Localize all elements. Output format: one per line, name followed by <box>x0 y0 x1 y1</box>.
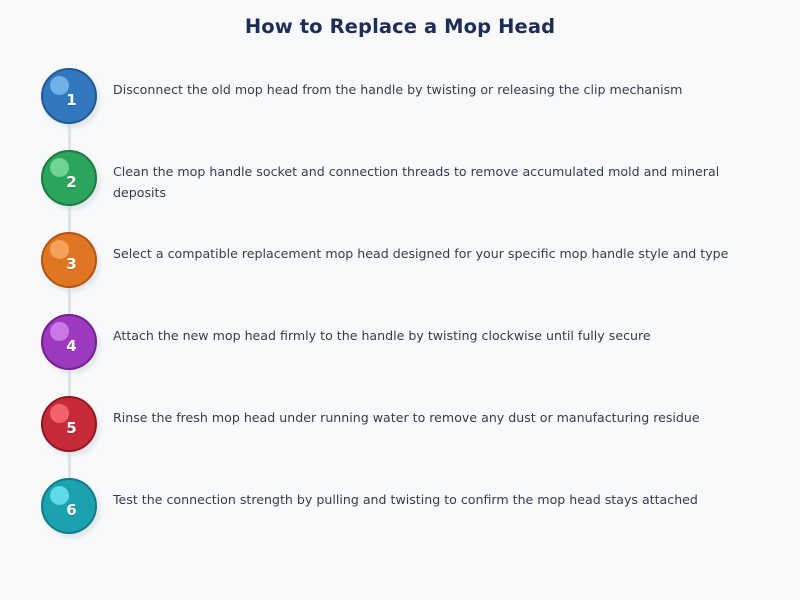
step-number-marker[interactable]: 1 <box>41 68 100 128</box>
step-number-marker[interactable]: 5 <box>41 396 100 456</box>
step-item[interactable]: 6 Test the connection strength by pulling… <box>0 478 800 560</box>
marker-highlight-dot <box>50 240 69 259</box>
step-number-marker[interactable]: 2 <box>41 150 100 210</box>
step-number-label: 4 <box>66 336 77 355</box>
step-connector-line <box>67 368 71 398</box>
step-item[interactable]: 2 Clean the mop handle socket and connect… <box>0 150 800 232</box>
marker-circle <box>41 150 97 206</box>
step-connector-line <box>67 286 71 316</box>
marker-highlight-dot <box>50 158 69 177</box>
step-description: Select a compatible replacement mop head… <box>113 246 729 261</box>
marker-circle <box>41 68 97 124</box>
step-description: Clean the mop handle socket and connecti… <box>113 164 720 200</box>
step-connector-line <box>67 204 71 234</box>
step-item[interactable]: 5 Rinse the fresh mop head under running … <box>0 396 800 478</box>
step-number-label: 1 <box>66 90 77 109</box>
marker-circle <box>41 396 97 452</box>
step-connector-line <box>67 122 71 152</box>
step-number-marker[interactable]: 6 <box>41 478 100 538</box>
marker-highlight-dot <box>50 486 69 505</box>
marker-circle <box>41 232 97 288</box>
marker-highlight-dot <box>50 322 69 341</box>
marker-highlight-dot <box>50 404 69 423</box>
step-number-marker[interactable]: 3 <box>41 232 100 292</box>
step-item[interactable]: 4 Attach the new mop head firmly to the h… <box>0 314 800 396</box>
page-title: How to Replace a Mop Head <box>244 15 556 38</box>
step-number-label: 6 <box>66 500 77 519</box>
step-item[interactable]: 3 Select a compatible replacement mop hea… <box>0 232 800 314</box>
step-description: Disconnect the old mop head from the han… <box>113 82 683 97</box>
step-item[interactable]: 1 Disconnect the old mop head from the ha… <box>0 68 800 150</box>
step-number-label: 3 <box>66 254 77 273</box>
marker-circle <box>41 314 97 370</box>
step-number-label: 2 <box>66 172 77 191</box>
marker-circle <box>41 478 97 534</box>
marker-highlight-dot <box>50 76 69 95</box>
step-description: Attach the new mop head firmly to the ha… <box>113 328 651 343</box>
step-description: Test the connection strength by pulling … <box>113 492 698 507</box>
step-description: Rinse the fresh mop head under running w… <box>113 410 700 425</box>
step-connector-line <box>67 450 71 480</box>
step-number-marker[interactable]: 4 <box>41 314 100 374</box>
step-number-label: 5 <box>66 418 77 437</box>
